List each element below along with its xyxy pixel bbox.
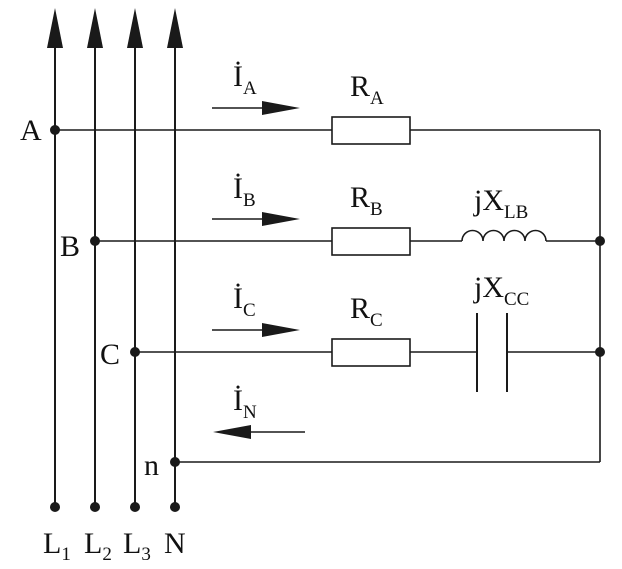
terminal-l1 (50, 502, 60, 512)
node-label-a: A (20, 114, 42, 147)
junction-c-dot (595, 347, 605, 357)
arrow-left-icon (213, 425, 305, 439)
current-label-in: İN (233, 384, 257, 423)
component-label-xcc: jXCC (473, 271, 529, 310)
arrow-up-icon (167, 8, 183, 48)
component-label-rb: RB (350, 181, 383, 220)
line-label-l1: L1 (43, 527, 71, 565)
node-label-n: n (144, 449, 159, 482)
terminal-l2 (90, 502, 100, 512)
node-c-dot (130, 347, 140, 357)
resistor-ra (331, 116, 411, 145)
resistor-rb (331, 227, 411, 256)
arrow-up-icon (87, 8, 103, 48)
arrow-right-icon (212, 101, 300, 115)
component-label-xlb: jXLB (473, 184, 528, 223)
supply-line-l1 (47, 8, 63, 507)
branch-neutral (170, 457, 600, 467)
line-label-n: N (164, 527, 186, 560)
arrow-up-icon (127, 8, 143, 48)
branch-a (50, 116, 600, 145)
component-label-rc: RC (350, 292, 383, 331)
line-label-l3: L3 (123, 527, 151, 565)
arrow-right-icon (212, 212, 300, 226)
arrow-up-icon (47, 8, 63, 48)
supply-line-l2 (87, 8, 103, 507)
node-n-dot (170, 457, 180, 467)
line-label-l2: L2 (84, 527, 112, 565)
supply-line-l3 (127, 8, 143, 507)
terminal-n (170, 502, 180, 512)
branch-c (130, 313, 600, 392)
junction-b-dot (595, 236, 605, 246)
component-label-ra: RA (350, 70, 384, 109)
current-label-ic: İC (233, 282, 256, 321)
current-label-ia: İA (233, 60, 257, 99)
node-b-dot (90, 236, 100, 246)
node-a-dot (50, 125, 60, 135)
node-label-b: B (60, 230, 80, 263)
arrow-right-icon (212, 323, 300, 337)
supply-line-n (167, 8, 183, 507)
node-label-c: C (100, 338, 120, 371)
branch-b (90, 227, 600, 256)
terminal-l3 (130, 502, 140, 512)
inductor-xlb (461, 229, 547, 242)
resistor-rc (331, 338, 411, 367)
current-label-ib: İB (233, 172, 256, 211)
